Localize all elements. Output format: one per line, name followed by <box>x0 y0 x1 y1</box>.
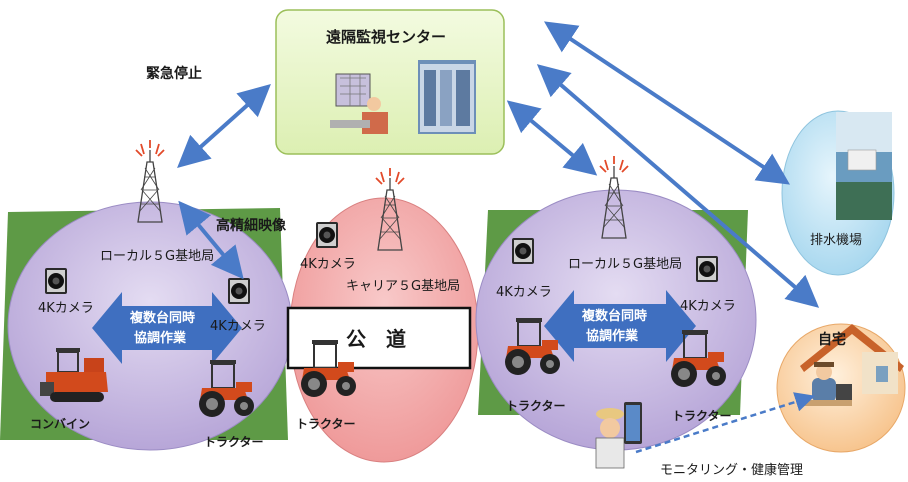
right-camera-icon <box>512 238 534 264</box>
emergency-stop-label: 緊急停止 <box>146 65 202 82</box>
public-road-label: 公 道 <box>346 327 406 351</box>
left-camera-icon <box>45 268 67 294</box>
middle-camera-icon <box>316 222 338 248</box>
right-arrow-text-1: 複数台同時 <box>581 308 647 324</box>
center-to-right-field-arrow <box>506 100 598 176</box>
worker-with-tablet-icon <box>595 402 642 469</box>
hd-video-arrow <box>178 200 244 280</box>
operator-icon <box>330 73 388 134</box>
right-cooperation-arrow <box>544 290 696 362</box>
right-base-station-label: ローカル５G基地局 <box>568 257 682 272</box>
monitoring-center-title: 遠隔監視センター <box>326 28 446 46</box>
middle-camera-label: 4Kカメラ <box>300 257 356 272</box>
center-to-home-arrow <box>536 64 820 308</box>
left-arrow-text-1: 複数台同時 <box>129 310 195 326</box>
house-icon <box>800 324 904 394</box>
hd-video-label: 高精細映像 <box>216 217 287 234</box>
person-at-desk-icon <box>800 362 852 406</box>
right-right-camera-icon <box>696 256 718 282</box>
right-left-tractor-label: トラクター <box>506 399 566 413</box>
middle-base-station-label: キャリア５G基地局 <box>346 279 460 294</box>
home-label: 自宅 <box>818 331 846 348</box>
left-tractor-label: トラクター <box>204 435 264 449</box>
left-base-station-label: ローカル５G基地局 <box>100 249 214 264</box>
public-road-box <box>286 306 472 370</box>
left-right-camera-label: 4Kカメラ <box>210 319 266 334</box>
left-right-camera-icon <box>228 278 250 304</box>
left-arrow-text-2: 協調作業 <box>134 330 187 346</box>
right-right-camera-label: 4Kカメラ <box>680 299 736 314</box>
building-photo <box>418 60 476 134</box>
monitoring-label: モニタリング・健康管理 <box>660 462 803 478</box>
middle-tractor-label: トラクター <box>296 417 356 431</box>
left-cooperation-arrow <box>92 292 242 364</box>
center-to-pump-arrow <box>544 21 790 185</box>
emergency-stop-arrow <box>177 83 271 169</box>
left-camera-label: 4Kカメラ <box>38 301 94 316</box>
right-arrow-text-2: 協調作業 <box>586 328 639 344</box>
left-combine-label: コンバイン <box>30 417 90 431</box>
right-right-tractor-label: トラクター <box>672 409 732 423</box>
monitoring-dashed-arrow <box>635 392 816 454</box>
pump-station-label: 排水機場 <box>810 233 862 248</box>
right-camera-label: 4Kカメラ <box>496 285 552 300</box>
